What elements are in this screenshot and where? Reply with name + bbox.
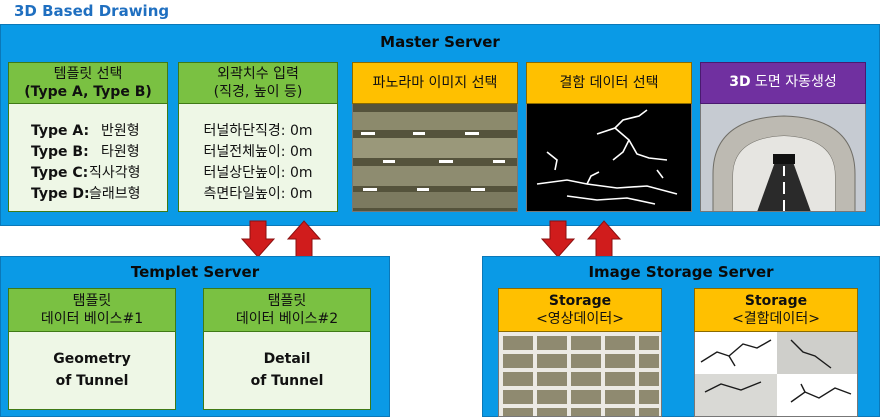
type-value: 반원형 <box>101 123 140 139</box>
image-thumbnail-graphic <box>503 336 659 416</box>
diagram-heading: 3D Based Drawing <box>14 2 170 20</box>
type-value: 타원형 <box>101 144 140 160</box>
image-thumbnails-grid <box>498 332 662 417</box>
tunnel-3d-graphic <box>701 104 865 211</box>
dimension-input-header: 외곽치수 입력 (직경, 높이 등) <box>178 62 338 104</box>
defect-storage-line1: Storage <box>744 293 808 309</box>
defect-image <box>526 104 692 212</box>
image-storage-header: Storage <영상데이터> <box>498 288 662 332</box>
type-key: Type B: <box>31 144 89 160</box>
dimension-input-title: 외곽치수 입력 <box>217 66 299 82</box>
templet-server-title: Templet Server <box>130 263 260 281</box>
image-storage-line1: Storage <box>548 293 612 309</box>
dimension-row: 터널하단직경: 0m <box>203 123 313 139</box>
dimension-row: 터널전체높이: 0m <box>203 144 313 160</box>
dimension-input-subtitle: (직경, 높이 등) <box>213 84 303 100</box>
dimension-values-box: 터널하단직경: 0m 터널전체높이: 0m 터널상단높이: 0m 측면타일높이:… <box>178 104 338 212</box>
master-server-title: Master Server <box>380 33 500 51</box>
storage-data-flow-arrows <box>540 220 622 258</box>
type-key: Type A: <box>31 123 90 139</box>
template-db1-body: Geometry of Tunnel <box>8 332 176 410</box>
tunnel-3d-render <box>700 104 866 212</box>
tunnel-panorama-graphic <box>353 104 517 211</box>
auto-drawing-header: 3D 도면 자동생성 <box>700 62 866 104</box>
dimension-row: 터널상단높이: 0m <box>203 165 313 181</box>
dimension-row: 측면타일높이: 0m <box>203 186 313 202</box>
arrow-up-red <box>286 220 322 258</box>
panorama-select-title: 파노라마 이미지 선택 <box>372 75 498 91</box>
crack-map-graphic <box>527 104 691 211</box>
template-db1-header: 탬플릿 데이터 베이스#1 <box>8 288 176 332</box>
template-select-header: 템플릿 선택 (Type A, Type B) <box>8 62 168 104</box>
arrow-up-red <box>586 220 622 258</box>
type-key: Type C: <box>31 165 89 181</box>
auto-drawing-prefix: 3D <box>729 74 751 90</box>
type-key: Type D: <box>31 186 90 202</box>
type-value: 슬래브형 <box>89 186 141 202</box>
template-db2-body: Detail of Tunnel <box>203 332 371 410</box>
type-row: Type B: 타원형 <box>31 142 167 163</box>
defect-storage-header: Storage <결함데이터> <box>694 288 858 332</box>
type-row: Type A: 반원형 <box>31 121 167 142</box>
template-types-box: Type A: 반원형 Type B: 타원형 Type C:직사각형 Type D… <box>8 104 168 212</box>
template-db2-body-line2: of Tunnel <box>250 373 324 389</box>
arrow-down-red <box>540 220 576 258</box>
panorama-image <box>352 104 518 212</box>
templet-data-flow-arrows <box>240 220 322 258</box>
template-db1-line2: 데이터 베이스#1 <box>40 311 144 327</box>
template-db2-header: 탬플릿 데이터 베이스#2 <box>203 288 371 332</box>
type-value: 직사각형 <box>89 165 141 181</box>
type-row: Type D:슬래브형 <box>31 184 167 205</box>
defect-select-header: 결함 데이터 선택 <box>526 62 692 104</box>
template-db1-body-line1: Geometry <box>53 351 131 367</box>
defect-select-title: 결함 데이터 선택 <box>559 75 659 91</box>
template-select-title: 템플릿 선택 <box>53 66 123 82</box>
arrow-down-red <box>240 220 276 258</box>
auto-drawing-title: 도면 자동생성 <box>755 74 837 90</box>
crack-thumbnail-graphic <box>695 332 857 416</box>
type-row: Type C:직사각형 <box>31 163 167 184</box>
template-select-subtitle: (Type A, Type B) <box>24 84 152 100</box>
template-db2-line2: 데이터 베이스#2 <box>235 311 339 327</box>
panorama-select-header: 파노라마 이미지 선택 <box>352 62 518 104</box>
defect-storage-line2: <결함데이터> <box>732 311 820 327</box>
template-db2-body-line1: Detail <box>263 351 311 367</box>
template-db2-line1: 탬플릿 <box>267 293 307 309</box>
image-storage-line2: <영상데이터> <box>536 311 624 327</box>
image-storage-server-title: Image Storage Server <box>588 263 774 281</box>
template-db1-body-line2: of Tunnel <box>55 373 129 389</box>
defect-thumbnails-grid <box>694 332 858 417</box>
template-db1-line1: 탬플릿 <box>72 293 112 309</box>
